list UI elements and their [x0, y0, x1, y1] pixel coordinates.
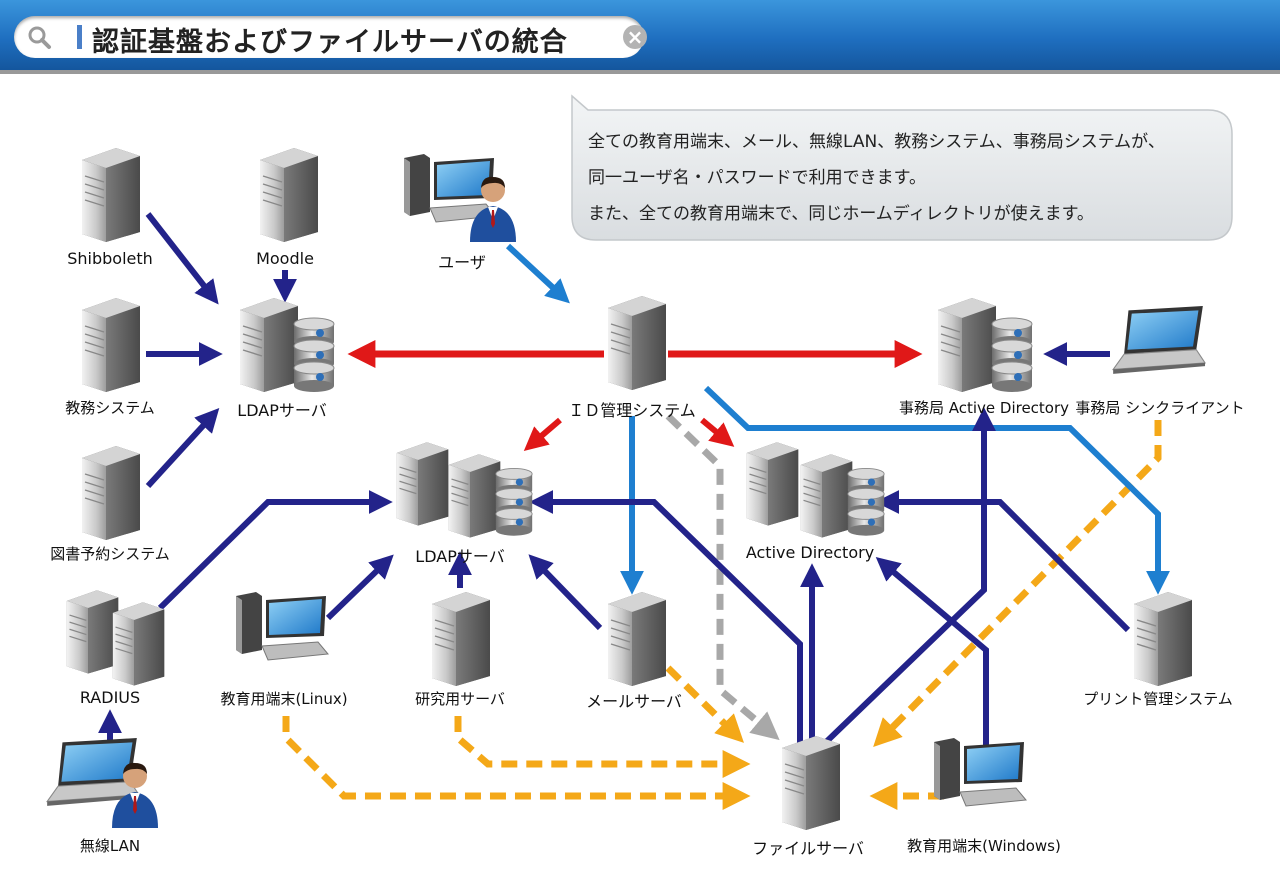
- tosho-server-icon: [81, 445, 141, 540]
- radius-server2-icon: [112, 601, 165, 686]
- label-ldap-main: LDAPサーバ: [237, 401, 327, 420]
- clear-icon[interactable]: ×: [623, 25, 647, 49]
- print-server-icon: [1133, 591, 1193, 686]
- page-title: 認証基盤およびファイルサーバの統合: [92, 27, 568, 58]
- label-edu-windows: 教育用端末(Windows): [907, 837, 1061, 855]
- header-bar: 認証基盤およびファイルサーバの統合 ×: [0, 0, 1280, 74]
- ldap-sub-server2-icon: [448, 453, 501, 538]
- label-jimukyoku-ad: 事務局 Active Directory: [898, 399, 1070, 417]
- callout-text: 全ての教育用端末、メール、無線LAN、教務システム、事務局システムが、 同一ユー…: [588, 124, 1165, 232]
- label-wireless-lan: 無線LAN: [79, 837, 141, 855]
- search-bar[interactable]: 認証基盤およびファイルサーバの統合 ×: [14, 16, 647, 58]
- file-server-icon: [781, 735, 841, 830]
- shibboleth-server-icon: [81, 147, 141, 242]
- search-icon: [28, 26, 51, 49]
- label-research-server: 研究用サーバ: [415, 690, 505, 708]
- thin-client-laptop-icon: [1112, 306, 1206, 375]
- edu-windows-desktop-icon: [933, 737, 1027, 807]
- label-moodle: Moodle: [256, 249, 314, 268]
- label-kyomu: 教務システム: [65, 399, 155, 417]
- label-radius: RADIUS: [79, 688, 141, 707]
- callout-line: また、全ての教育用端末で、同じホームディレクトリが使えます。: [588, 204, 1094, 224]
- ldap-sub-db-icon: [495, 467, 533, 537]
- ad-db-icon: [847, 467, 885, 537]
- ldap-sub-server-icon: [396, 441, 449, 526]
- jimukyoku-ad-db-icon: [991, 317, 1033, 393]
- mail-server-icon: [607, 591, 667, 686]
- radius-server-icon: [66, 589, 119, 674]
- label-mail-server: メールサーバ: [586, 692, 682, 711]
- speech-callout: [571, 94, 1233, 241]
- edu-linux-desktop-icon: [235, 591, 329, 661]
- ldap-main-server-icon: [239, 297, 299, 392]
- label-jimukyoku-client: 事務局 シンクライアント: [1075, 399, 1245, 417]
- moodle-server-icon: [259, 147, 319, 242]
- label-tosho: 図書予約システム: [50, 545, 170, 563]
- research-server-icon: [431, 591, 491, 686]
- ad-server-icon: [746, 441, 799, 526]
- label-user: ユーザ: [438, 253, 486, 272]
- label-ldap-sub: LDAPサーバ: [415, 547, 505, 566]
- ldap-main-db-icon: [293, 317, 335, 393]
- callout-line: 全ての教育用端末、メール、無線LAN、教務システム、事務局システムが、: [588, 132, 1165, 152]
- label-edu-linux: 教育用端末(Linux): [220, 690, 348, 708]
- label-id-mgmt: ＩＤ管理システム: [568, 401, 696, 420]
- label-active-directory: Active Directory: [745, 543, 875, 562]
- callout-line: 同一ユーザ名・パスワードで利用できます。: [588, 168, 926, 188]
- label-print-mgmt: プリント管理システム: [1083, 690, 1233, 708]
- label-file-server: ファイルサーバ: [752, 839, 864, 858]
- label-shibboleth: Shibboleth: [67, 249, 153, 268]
- text-cursor: [77, 25, 82, 49]
- id-mgmt-server-icon: [607, 295, 667, 390]
- kyomu-server-icon: [81, 297, 141, 392]
- jimukyoku-ad-server-icon: [937, 297, 997, 392]
- ad-server2-icon: [800, 453, 853, 538]
